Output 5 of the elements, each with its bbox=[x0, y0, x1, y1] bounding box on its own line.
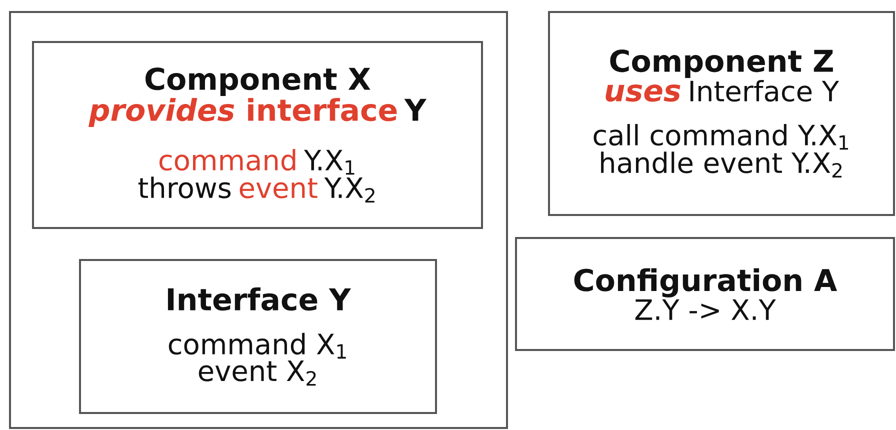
configuration-box: Configuration A Z.Y -> X.Y bbox=[515, 237, 895, 351]
component-box: Component Z uses Interface Y call command Y.X$_{1}$ handle event Y.X$_{2}$ bbox=[548, 11, 895, 216]
container-box bbox=[9, 11, 508, 429]
component-box: Component X provides interface Y command Y.X$_{1}$ throws event Y.X$_{2}$ bbox=[32, 41, 483, 229]
interface-box: Interface Y command X$_{1}$ event X$_{2}$ bbox=[79, 259, 437, 414]
